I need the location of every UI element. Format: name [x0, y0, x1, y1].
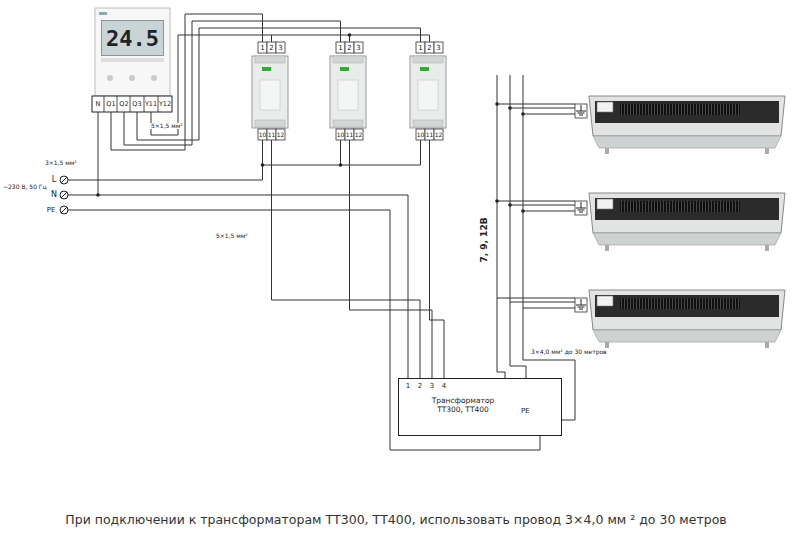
pin-number: 2: [269, 44, 273, 51]
pin-number: 1: [338, 44, 342, 51]
pin-number: 12: [277, 132, 285, 138]
pin-number: 3: [436, 44, 440, 51]
terminal-label: Y12: [159, 101, 171, 108]
terminal-label: PE: [520, 408, 531, 415]
display-reading: 24.5: [102, 21, 163, 51]
terminal-label: Y11: [145, 101, 157, 108]
pin-number: 11: [426, 132, 434, 138]
wire-spec: 5×1,5 мм²: [150, 123, 184, 129]
thermostat-display: 24.5: [101, 20, 164, 56]
pin-number: 10: [417, 132, 425, 138]
pin-number: 2: [347, 44, 351, 51]
terminal-label: N: [51, 191, 57, 199]
terminal-label: Q2: [119, 101, 128, 108]
pin-number: 4: [442, 383, 446, 390]
pin-number: 10: [337, 132, 345, 138]
figure-caption: При подключении к трансформаторам ТТ300,…: [0, 514, 792, 527]
pin-number: 3: [430, 383, 434, 390]
terminal-label: PE: [47, 207, 56, 214]
terminal-label: Q1: [106, 101, 115, 108]
pin-number: 1: [418, 44, 422, 51]
pin-number: 11: [268, 132, 276, 138]
pin-number: 3: [356, 44, 360, 51]
node-title: Трансформатор ТТ300, ТТ400: [427, 397, 499, 414]
pin-number: 1: [260, 44, 264, 51]
pin-number: 12: [435, 132, 443, 138]
terminal-label: Q3: [132, 101, 141, 108]
voltage-label: 7, 9, 12В: [480, 216, 489, 263]
voltage-label: ~230 В, 50 Гц: [2, 184, 48, 190]
terminal-label: N: [96, 101, 101, 108]
transformer-box: Трансформатор ТТ300, ТТ400: [398, 378, 562, 436]
wire-spec: 3×1,5 мм²: [44, 160, 78, 166]
pin-number: 11: [346, 132, 354, 138]
pin-number: 3: [278, 44, 282, 51]
pin-number: 2: [418, 383, 422, 390]
pin-number: 1: [406, 383, 410, 390]
pin-number: 12: [355, 132, 363, 138]
pin-number: 2: [427, 44, 431, 51]
pin-number: 10: [259, 132, 267, 138]
wire-spec: 3×4,0 мм² до 30 метров: [530, 349, 608, 355]
wire-spec: 5×1,5 мм²: [215, 233, 249, 239]
terminal-label: L: [52, 176, 56, 184]
